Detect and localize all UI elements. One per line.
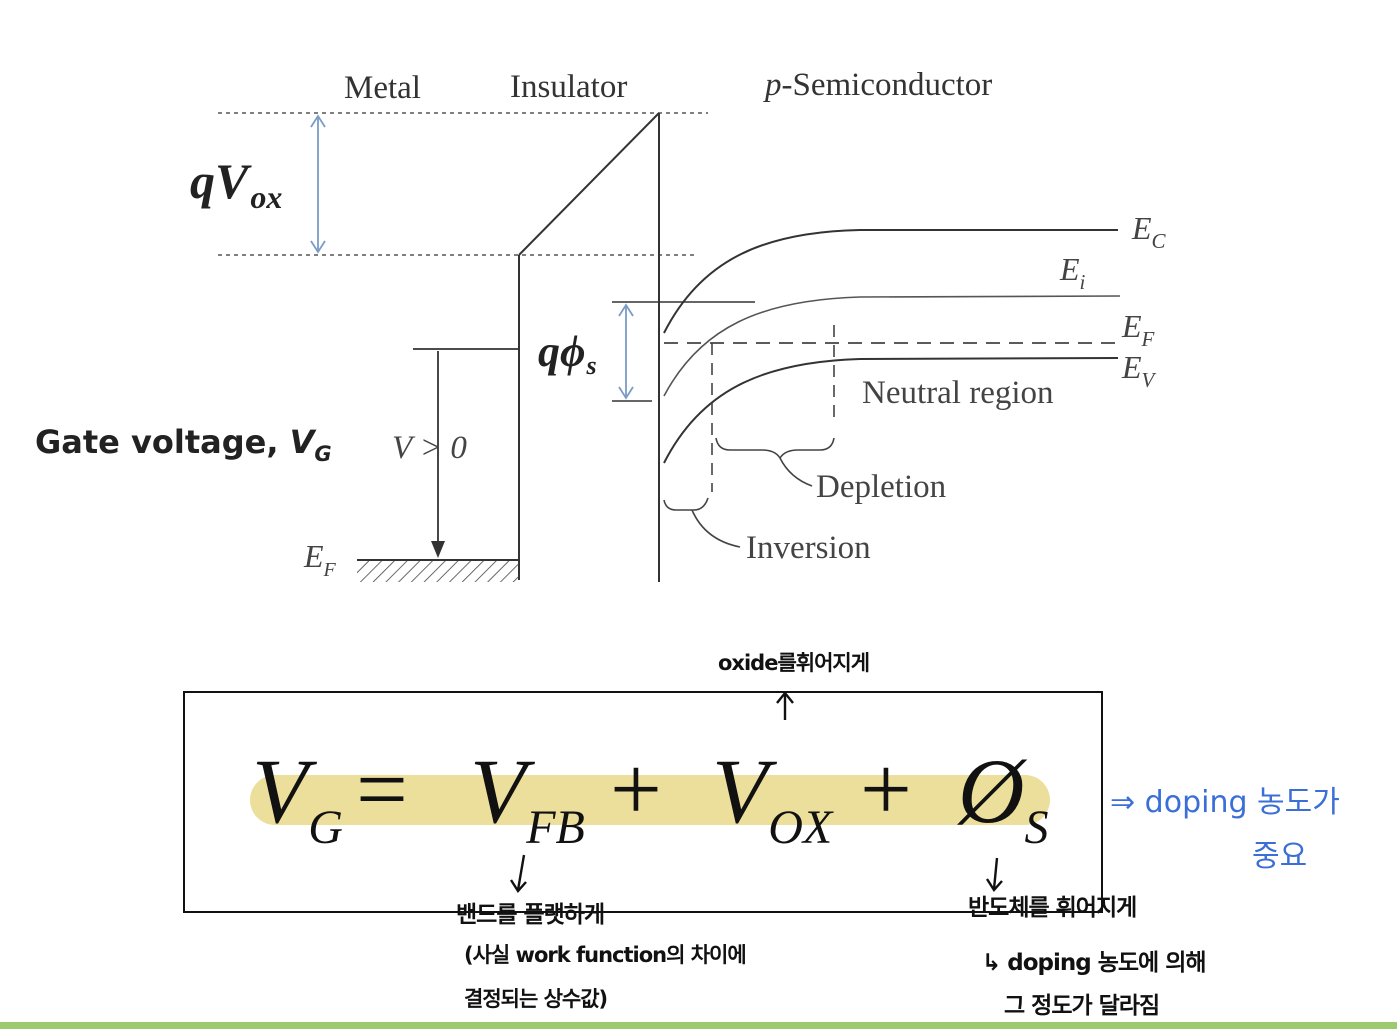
ev-label: EV bbox=[1121, 349, 1157, 392]
ec-main: E bbox=[1131, 210, 1152, 246]
equation-vg: VG bbox=[252, 740, 343, 854]
ef-semi-main: E bbox=[1121, 308, 1142, 344]
inversion-brace bbox=[663, 497, 709, 511]
fb-note-line-1: 밴드를 플랫하게 bbox=[456, 902, 604, 928]
equation-vg-sub: G bbox=[308, 801, 343, 854]
depletion-brace bbox=[715, 437, 835, 460]
insulator-label: Insulator bbox=[510, 69, 627, 105]
ev-main: E bbox=[1121, 349, 1142, 385]
gate-voltage-sub: G bbox=[314, 442, 331, 466]
equation-vox-sub: OX bbox=[768, 801, 834, 854]
metal-label: Metal bbox=[344, 70, 421, 106]
semi-note-arrow bbox=[985, 857, 1003, 892]
depletion-leader bbox=[779, 457, 813, 487]
metal-ef-label: EF bbox=[303, 538, 337, 581]
equation-plus-1: + bbox=[610, 738, 662, 840]
ec-sub: C bbox=[1152, 229, 1167, 253]
fb-note-line-2: (사실 work function의 차이에 bbox=[464, 943, 746, 967]
equation-plus-2: + bbox=[860, 738, 912, 840]
equation-phis: ØS bbox=[957, 740, 1048, 854]
metal-hatch bbox=[357, 560, 519, 582]
equation-vox-main: V bbox=[712, 740, 778, 842]
equation-phis-main: Ø bbox=[957, 740, 1028, 842]
ei-label: Ei bbox=[1059, 251, 1086, 294]
qphis-main: qϕ bbox=[538, 327, 585, 376]
ei-sub: i bbox=[1080, 270, 1086, 294]
conduction-band-curve bbox=[663, 229, 1118, 334]
equation-vfb-sub: FB bbox=[525, 801, 585, 854]
equation-vfb: VFB bbox=[470, 740, 585, 854]
valence-band-curve bbox=[663, 357, 1119, 464]
semiconductor-label: p-Semiconductor bbox=[763, 67, 992, 103]
qvox-main: qV bbox=[190, 153, 252, 209]
insulator-band-slope bbox=[518, 112, 660, 256]
ef-semi-label: EF bbox=[1121, 308, 1155, 351]
equation-equals: = bbox=[356, 738, 408, 840]
neutral-region-label: Neutral region bbox=[862, 375, 1054, 411]
gate-voltage-var: V bbox=[290, 423, 317, 461]
oxide-note-arrow bbox=[776, 691, 794, 720]
fb-note-arrow bbox=[509, 854, 527, 893]
side-note-line-1: ⇒ doping 농도가 bbox=[1110, 785, 1340, 820]
gate-voltage-label: Gate voltage, VG bbox=[35, 423, 332, 466]
fb-note-line-3: 결정되는 상수값) bbox=[464, 987, 607, 1011]
qvox-label: qVox bbox=[190, 153, 282, 215]
qphis-label: qϕs bbox=[538, 327, 597, 380]
equation-box bbox=[183, 691, 1103, 913]
semi-note-line-3: 그 정도가 달라짐 bbox=[1004, 993, 1159, 1019]
semiconductor-name: -Semiconductor bbox=[782, 67, 993, 103]
v-arrow-head bbox=[431, 541, 445, 558]
ei-main: E bbox=[1059, 251, 1080, 287]
equation-vfb-main: V bbox=[470, 740, 536, 842]
qvox-sub: ox bbox=[250, 179, 282, 215]
depletion-label: Depletion bbox=[816, 469, 946, 505]
inversion-leader bbox=[691, 509, 741, 548]
v-condition-label: V > 0 bbox=[392, 430, 467, 466]
metal-ef-main: E bbox=[303, 538, 324, 574]
side-note-line-2: 중요 bbox=[1252, 839, 1307, 874]
phis-arrow bbox=[618, 303, 634, 400]
qvox-arrow bbox=[310, 114, 326, 254]
semiconductor-type: p bbox=[763, 67, 782, 103]
footer-green-bar bbox=[0, 1022, 1397, 1029]
equation-phis-sub: S bbox=[1024, 801, 1048, 854]
semi-note-line-2: ↳ doping 농도에 의해 bbox=[982, 950, 1206, 976]
equation-vg-main: V bbox=[252, 740, 318, 842]
ec-label: EC bbox=[1131, 210, 1167, 253]
semi-note-line-1: 반도체를 휘어지게 bbox=[968, 895, 1136, 921]
gate-voltage-text: Gate voltage, bbox=[35, 423, 290, 461]
oxide-note: oxide를휘어지게 bbox=[718, 651, 869, 675]
equation-vox: VOX bbox=[712, 740, 834, 854]
qphis-sub: s bbox=[585, 351, 596, 380]
ef-semi-sub: F bbox=[1141, 327, 1155, 351]
metal-ef-sub: F bbox=[323, 559, 337, 581]
ev-sub: V bbox=[1142, 368, 1157, 392]
equation-highlight bbox=[250, 775, 1050, 825]
intrinsic-level-curve bbox=[663, 295, 1121, 397]
inversion-label: Inversion bbox=[746, 530, 871, 566]
